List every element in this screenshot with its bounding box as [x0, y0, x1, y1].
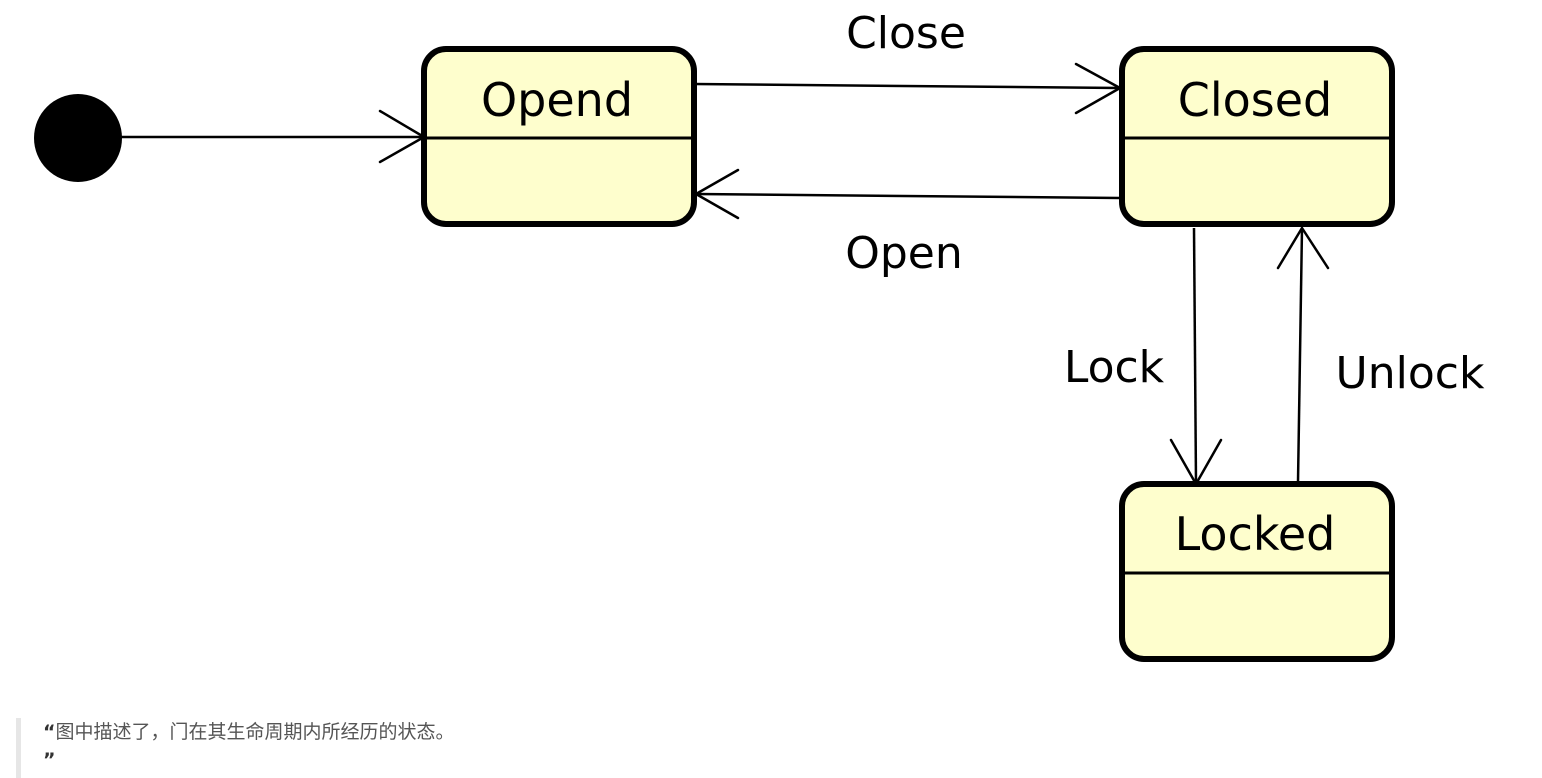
transition-label-open: Open — [845, 228, 963, 279]
transition-label-unlock: Unlock — [1336, 348, 1485, 399]
state-closed-title: Closed — [1178, 73, 1333, 127]
state-diagram: Close Open Lock Unlock Opend Closed Lock… — [34, 8, 1485, 662]
transition-closed-to-opend: Open — [694, 168, 1121, 279]
open-quote-mark: “ — [43, 721, 56, 743]
transition-locked-to-closed: Unlock — [1276, 226, 1485, 483]
state-locked-title: Locked — [1175, 507, 1336, 561]
caption-text: 图中描述了，门在其生命周期内所经历的状态。 — [55, 721, 455, 743]
state-opend: Opend — [421, 46, 697, 227]
close-quote-mark: ” — [43, 749, 56, 771]
caption-line: “图中描述了，门在其生命周期内所经历的状态。 — [43, 718, 916, 746]
state-closed: Closed — [1119, 46, 1395, 227]
transition-closed-to-locked: Lock — [1064, 227, 1223, 486]
state-locked: Locked — [1119, 481, 1395, 662]
transition-opend-to-closed: Close — [693, 8, 1122, 115]
caption-blockquote: “图中描述了，门在其生命周期内所经历的状态。 ” — [16, 718, 916, 778]
transition-initial-to-opend — [120, 109, 426, 164]
transition-label-close: Close — [846, 8, 966, 59]
initial-node — [34, 94, 122, 182]
transition-label-lock: Lock — [1064, 342, 1165, 393]
state-opend-title: Opend — [481, 73, 633, 127]
